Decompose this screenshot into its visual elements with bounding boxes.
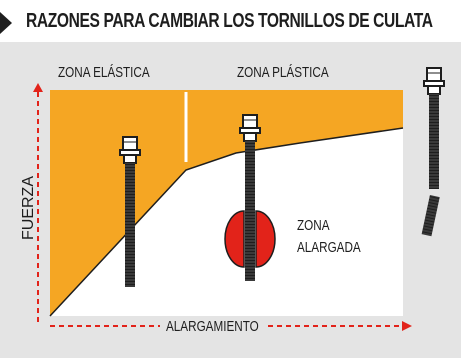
stretch-marker-left	[224, 210, 245, 268]
stretched-zone-label: ZONA ALARGADA	[297, 215, 361, 259]
zone-plastic-label: ZONA PLÁSTICA	[237, 64, 329, 81]
title-bar: RAZONES PARA CAMBIAR LOS TORNILLOS DE CU…	[0, 0, 461, 42]
stress-strain-curve	[49, 127, 404, 317]
under-curve-region	[50, 128, 403, 316]
stretched-zone-line2: ALARGADA	[297, 239, 361, 256]
page-title: RAZONES PARA CAMBIAR LOS TORNILLOS DE CU…	[26, 10, 433, 32]
bolt-elastic-icon	[119, 136, 141, 287]
stretch-marker-right	[255, 210, 276, 268]
stretched-zone-line1: ZONA	[297, 217, 330, 234]
bolt-stretched-icon	[239, 114, 261, 281]
y-axis-label: FUERZA	[20, 176, 37, 240]
x-axis-arrow-icon	[402, 321, 412, 331]
bolt-broken-icon	[421, 67, 445, 237]
x-axis-label: ALARGAMIENTO	[166, 318, 259, 335]
y-axis-arrow-icon	[33, 83, 43, 92]
title-chevron-icon	[0, 12, 12, 34]
zone-elastic-label: ZONA ELÁSTICA	[58, 64, 150, 81]
